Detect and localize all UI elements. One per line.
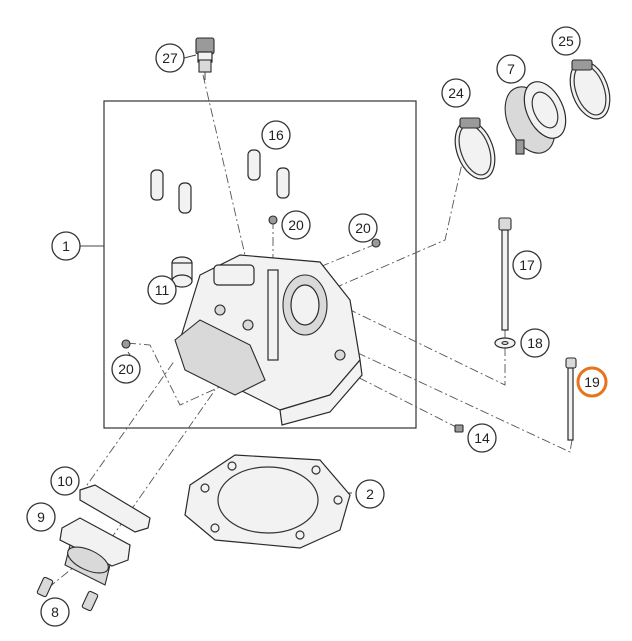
clamp-24: [454, 117, 496, 180]
callout-10: 10: [50, 466, 80, 496]
callout-20-c: 20: [111, 354, 141, 384]
callout-16: 16: [261, 120, 291, 150]
assembly-line-bolt-8: [47, 549, 96, 589]
callout-2: 2: [355, 479, 385, 509]
small-bolts-20: [121, 215, 381, 349]
cylinder-head-body: [174, 254, 363, 426]
callout-label: 20: [355, 220, 371, 236]
callout-8: 8: [40, 597, 70, 627]
callout-11: 11: [147, 275, 177, 305]
callout-label: 9: [37, 509, 45, 525]
callout-25: 25: [551, 26, 581, 56]
callout-14: 14: [467, 423, 497, 453]
assembly-line-sensor: [202, 74, 246, 256]
callout-label: 11: [155, 282, 170, 298]
washer-18: [494, 337, 516, 349]
callout-label: 17: [519, 257, 535, 273]
callout-label: 10: [57, 473, 73, 489]
callout-9: 9: [26, 502, 56, 532]
callout-label: 18: [527, 335, 543, 351]
assembly-line-washer-18: [339, 304, 506, 386]
long-bolt-17: [498, 217, 512, 331]
intake-flange-9: [59, 517, 131, 586]
callout-7: 7: [496, 54, 526, 84]
callout-label: 8: [51, 604, 59, 620]
bolt-19: [565, 357, 577, 441]
callout-20-b: 20: [348, 213, 378, 243]
callout-label: 1: [62, 238, 70, 254]
callout-label: 20: [118, 361, 134, 377]
callout-label: 20: [288, 217, 304, 233]
bushing-11: [171, 256, 193, 288]
intake-flange-7: [504, 81, 567, 155]
callout-label: 27: [162, 50, 178, 66]
assembly-line-bolt-20c: [126, 342, 236, 406]
callout-label: 2: [366, 486, 374, 502]
clamp-25: [569, 59, 611, 120]
callout-24: 24: [441, 78, 471, 108]
leader-27: [183, 54, 197, 59]
head-gasket-2: [184, 454, 351, 549]
callout-20-a: 20: [281, 210, 311, 240]
callout-19-highlighted: 19: [576, 366, 608, 398]
assembly-line-gasket-10: [79, 359, 176, 496]
gasket-10: [79, 484, 151, 533]
assembly-line-clamp-24: [329, 149, 466, 291]
callout-27: 27: [155, 43, 185, 73]
callout-17: 17: [512, 250, 542, 280]
bolt-14: [454, 424, 464, 433]
callout-1: 1: [51, 231, 81, 261]
callout-label: 16: [268, 127, 284, 143]
assembly-frame: [103, 100, 417, 429]
callout-label: 24: [448, 85, 464, 101]
callout-label: 14: [474, 430, 490, 446]
sensor-part-27: [195, 37, 215, 80]
callout-label: 7: [507, 61, 515, 77]
callout-18: 18: [520, 328, 550, 358]
callout-label: 19: [584, 374, 600, 390]
assembly-line-bolt-19: [329, 339, 573, 453]
valve-guides-16: [150, 149, 290, 214]
bolts-8: [36, 576, 99, 612]
assembly-line-bolt-14: [319, 357, 459, 429]
callout-label: 25: [558, 33, 574, 49]
